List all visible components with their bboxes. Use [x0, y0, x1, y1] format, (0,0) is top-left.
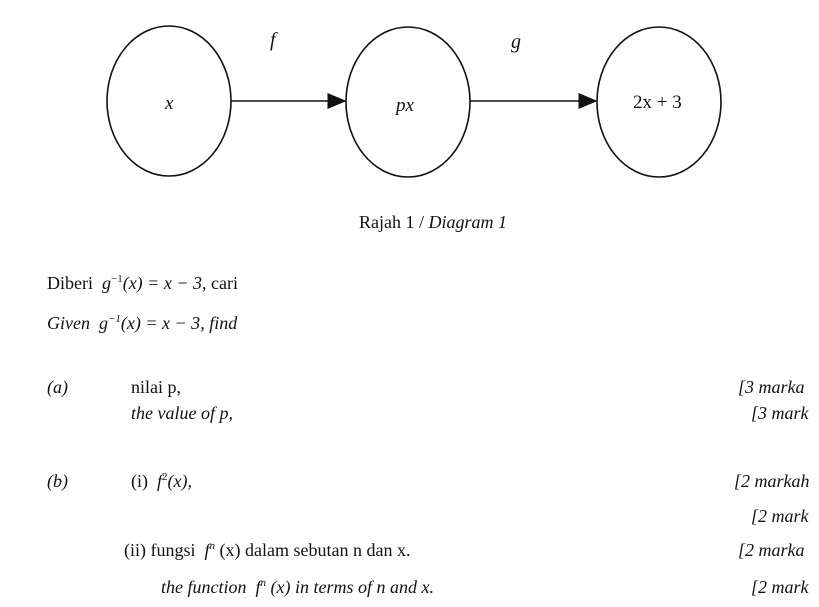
part-b-i-fn: f	[157, 471, 163, 491]
part-b-ii-marks-english: [2 mark	[751, 577, 809, 597]
given-inverse-sup: −1	[110, 273, 123, 285]
part-b-i-sup: 2	[162, 471, 168, 483]
part-b-i: (i) f2(x),	[131, 471, 192, 491]
given-malay: Diberi g−1(x) = x − 3, cari	[47, 273, 238, 293]
given-malay-expr: (x) = x − 3	[122, 273, 202, 293]
part-b-label: (b)	[47, 471, 68, 491]
given-english-expr: (x) = x − 3	[120, 313, 201, 333]
part-b-ii-sup: n	[209, 540, 216, 552]
part-b-ii-marks-malay: [2 marka	[738, 540, 805, 560]
part-a-label: (a)	[47, 377, 68, 397]
part-a-text-english: the value of p,	[131, 403, 233, 423]
given-inverse-sup-en: −1	[107, 313, 121, 325]
part-b-i-marks-malay: [2 markah	[734, 471, 810, 491]
part-b-i-expr: (x),	[167, 471, 192, 491]
diagram-caption: Rajah 1 / Diagram 1	[359, 213, 507, 231]
part-b-i-prefix: (i)	[131, 471, 148, 491]
node-2x3-label: 2x + 3	[633, 92, 682, 113]
given-english-suffix: , find	[200, 313, 238, 333]
caption-malay: Rajah 1 /	[359, 212, 429, 232]
part-b-ii-fn-en: f	[255, 577, 261, 597]
part-b-ii-malay: (ii) fungsi fn (x) dalam sebutan n dan x…	[124, 540, 411, 560]
given-fn: g	[101, 273, 111, 293]
part-b-i-marks-english: [2 mark	[751, 506, 809, 526]
arrow-f-label: f	[270, 29, 276, 51]
given-fn-en: g	[98, 313, 108, 333]
given-malay-prefix: Diberi	[47, 273, 93, 293]
caption-english: Diagram 1	[428, 212, 508, 232]
part-b-ii-text-malay: (x) dalam sebutan n dan x.	[219, 540, 411, 560]
node-px-label: px	[396, 95, 414, 116]
node-x-label: x	[165, 93, 174, 114]
part-b-ii-prefix: (ii) fungsi	[124, 540, 196, 560]
given-english: Given g−1(x) = x − 3, find	[47, 313, 238, 333]
given-malay-suffix: , cari	[201, 273, 238, 293]
given-english-prefix: Given	[47, 313, 90, 333]
part-b-ii-text-english: (x) in terms of n and x.	[270, 577, 434, 597]
arrow-g-label: g	[511, 31, 521, 53]
part-b-ii-en-prefix: the function	[161, 577, 247, 597]
part-a-marks-english: [3 mark	[751, 403, 809, 423]
part-b-ii-english: the function fn (x) in terms of n and x.	[161, 577, 434, 597]
mapping-diagram	[106, 25, 722, 178]
part-b-ii-fn: f	[204, 540, 210, 560]
part-a-text-malay: nilai p,	[131, 377, 181, 397]
part-b-ii-sup-en: n	[260, 577, 267, 589]
part-a-marks-malay: [3 marka	[738, 377, 805, 397]
